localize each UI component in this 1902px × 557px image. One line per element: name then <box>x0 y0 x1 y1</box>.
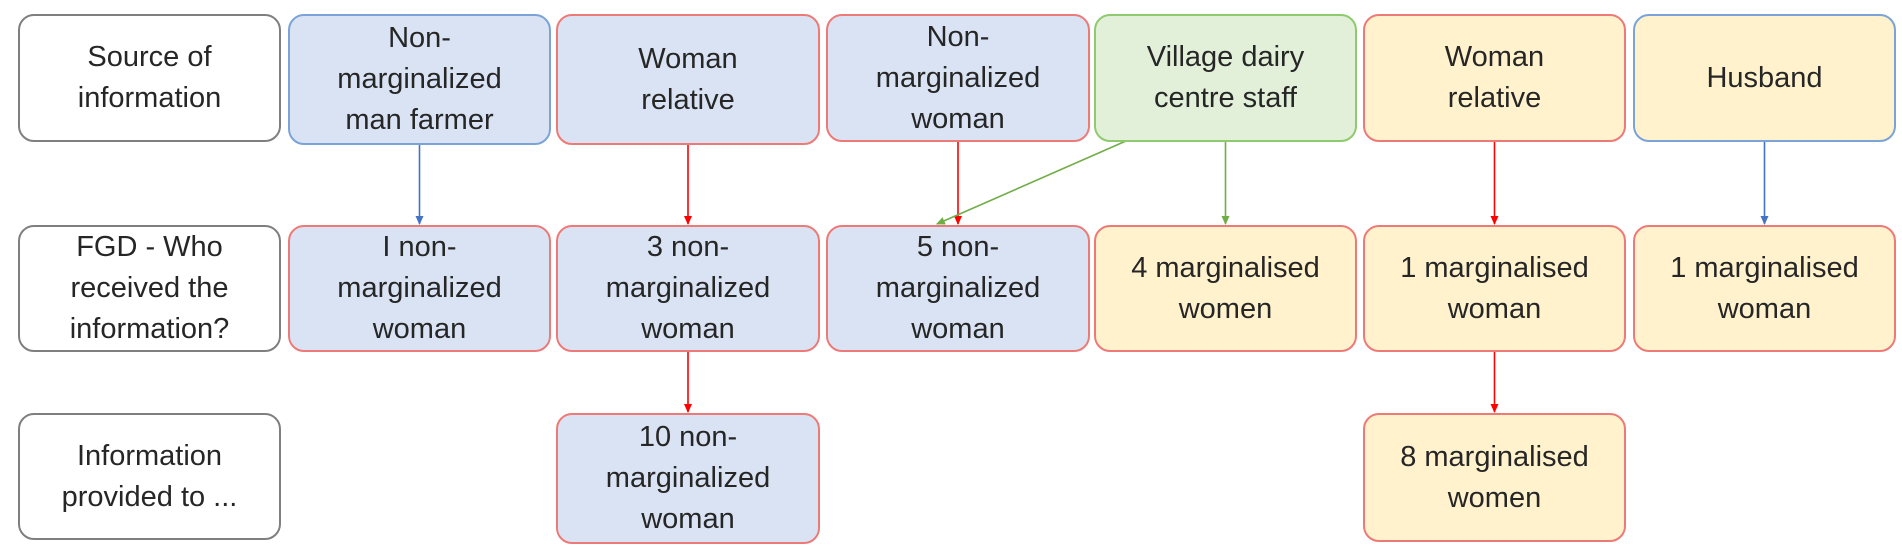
source-node: Woman relative <box>556 14 820 145</box>
receiver-node: 1 marginalised woman <box>1363 225 1626 352</box>
row-label-source: Source of information <box>18 14 281 142</box>
row-label-provided: Information provided to ... <box>18 413 281 540</box>
arrow-src-4-to-rec-3 <box>935 139 1129 225</box>
receiver-node: 4 marginalised women <box>1094 225 1357 352</box>
receiver-node: 1 marginalised woman <box>1633 225 1896 352</box>
provided-node: 10 non- marginalized woman <box>556 413 820 544</box>
source-node: Village dairy centre staff <box>1094 14 1357 142</box>
receiver-node: I non- marginalized woman <box>288 225 551 352</box>
source-node: Husband <box>1633 14 1896 142</box>
row-label-received: FGD - Who received the information? <box>18 225 281 352</box>
source-node: Woman relative <box>1363 14 1626 142</box>
provided-node: 8 marginalised women <box>1363 413 1626 542</box>
receiver-node: 3 non- marginalized woman <box>556 225 820 352</box>
receiver-node: 5 non- marginalized woman <box>826 225 1090 352</box>
source-node: Non- marginalized man farmer <box>288 14 551 145</box>
source-node: Non- marginalized woman <box>826 14 1090 142</box>
